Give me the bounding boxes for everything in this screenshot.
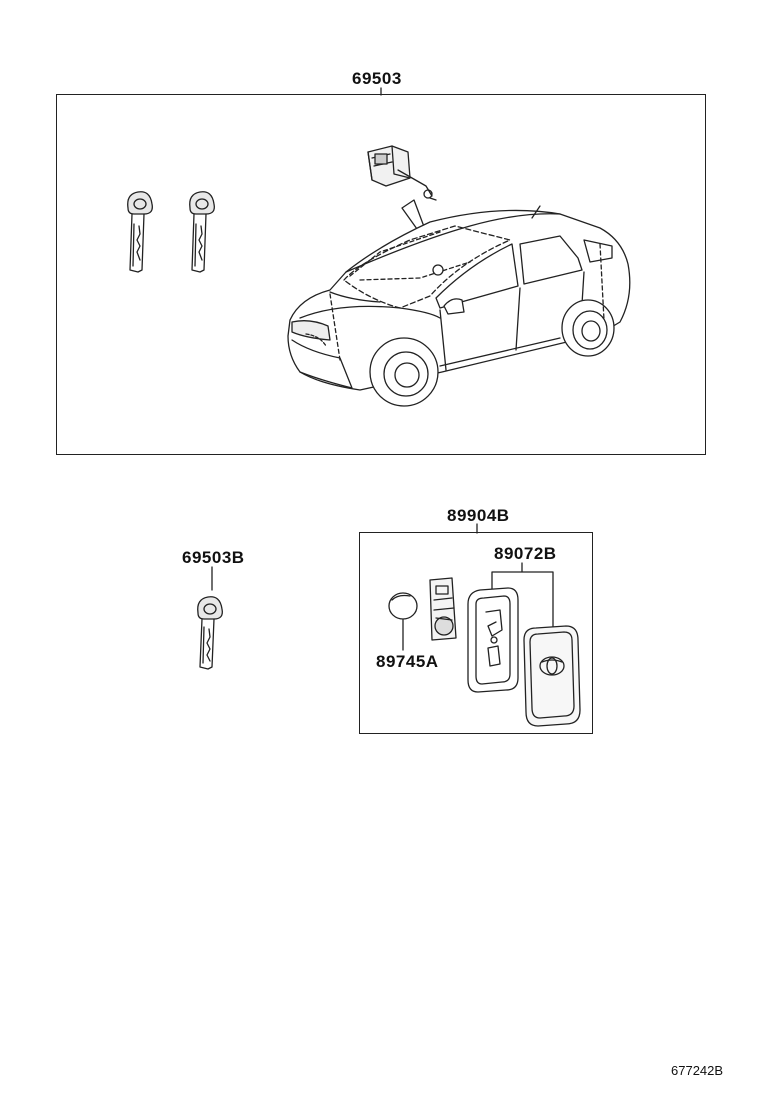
mechanical-key-icon [189, 191, 215, 273]
key-cover-icon [523, 625, 581, 727]
key-case-icon [467, 587, 519, 693]
smart-key-frame [359, 532, 593, 734]
part-label-89072b: 89072B [494, 544, 557, 563]
part-label-69503b: 69503B [182, 548, 245, 567]
part-label-89904b: 89904B [447, 506, 510, 525]
mechanical-key-icon [127, 191, 153, 273]
battery-icon [388, 592, 418, 620]
figure-number: 677242B [671, 1063, 724, 1078]
mechanical-key-icon [197, 596, 223, 670]
part-label-89745a: 89745A [376, 652, 439, 671]
leader-89072b [491, 562, 554, 631]
lock-cylinder-icon [367, 145, 437, 201]
car-icon [287, 205, 631, 407]
part-label-69503: 69503 [352, 69, 402, 88]
circuit-board-icon [429, 577, 457, 641]
